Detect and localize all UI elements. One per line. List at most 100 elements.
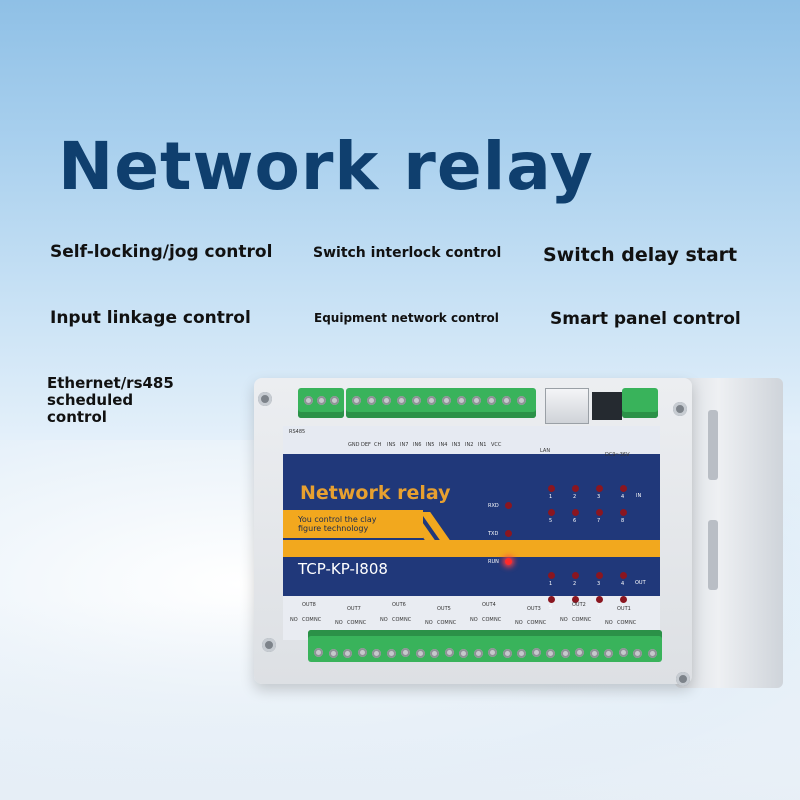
- terminal-screw: [502, 396, 511, 405]
- output-name: OUT2: [572, 602, 586, 608]
- device-title: Network relay: [300, 482, 451, 504]
- terminal-screw: [367, 396, 376, 405]
- io-led: [596, 572, 603, 579]
- contact-label: NO: [470, 617, 478, 623]
- io-led: [596, 596, 603, 603]
- terminal-screw: [633, 649, 642, 658]
- output-name: OUT1: [617, 606, 631, 612]
- terminal-screw: [328, 649, 338, 658]
- rail-slot: [708, 520, 718, 590]
- io-led: [596, 509, 603, 516]
- rxd-label: RXD: [488, 503, 499, 509]
- terminal-screw: [517, 396, 526, 405]
- terminal-screw: [357, 648, 367, 657]
- contact-label: COM: [347, 620, 359, 626]
- io-led-number: 2: [573, 581, 577, 587]
- accent-band: [283, 510, 423, 538]
- io-led: [620, 485, 627, 492]
- terminal-screw: [352, 396, 361, 405]
- terminal-screw: [472, 396, 481, 405]
- device-subtitle-line1: You control the clay: [298, 515, 377, 524]
- pin-label: IN1: [478, 442, 487, 448]
- feature-self-locking: Self-locking/jog control: [50, 242, 273, 262]
- io-led-number: 7: [597, 605, 601, 611]
- din-rail-side: [675, 378, 783, 688]
- power-terminal: [622, 388, 658, 418]
- terminal-screw: [589, 649, 599, 658]
- pin-label: INS: [387, 442, 396, 448]
- contact-label: NO: [335, 620, 343, 626]
- io-led-number: 5: [549, 605, 553, 611]
- contact-label: NO: [560, 617, 568, 623]
- io-led-number: 7: [597, 518, 601, 524]
- pin-label: IN3: [452, 442, 461, 448]
- contact-label: COM: [572, 617, 584, 623]
- terminal-screw: [546, 649, 555, 658]
- contact-label: COM: [302, 617, 314, 623]
- terminal-screw: [330, 396, 339, 405]
- terminal-screw: [442, 396, 451, 405]
- io-led-number: 3: [597, 581, 601, 587]
- out-label: OUT: [635, 580, 646, 586]
- terminal-screw: [488, 648, 497, 657]
- terminal-screw: [430, 649, 439, 658]
- output-name: OUT7: [347, 606, 361, 612]
- io-led: [572, 485, 579, 492]
- mount-hole: [676, 672, 690, 686]
- in-label: IN: [636, 493, 642, 499]
- io-led-number: 5: [549, 518, 553, 524]
- terminal-screw: [487, 396, 496, 405]
- rail-slot: [708, 410, 718, 480]
- contact-label: COM: [392, 617, 404, 623]
- mount-hole: [673, 402, 687, 416]
- io-led: [548, 509, 555, 516]
- panel-label-strip: [283, 426, 660, 454]
- contact-label: COM: [617, 620, 629, 626]
- terminal-screw: [317, 396, 326, 405]
- terminal-screw: [502, 649, 512, 658]
- terminal-screw: [304, 396, 313, 405]
- lan-port-socket: [592, 392, 622, 420]
- io-led-number: 4: [621, 581, 625, 587]
- contact-label: NC: [314, 617, 322, 623]
- accent-line: [283, 540, 660, 557]
- io-led: [572, 572, 579, 579]
- terminal-screw: [618, 648, 628, 657]
- io-led-number: 2: [573, 494, 577, 500]
- contact-label: COM: [527, 620, 539, 626]
- lan-label: LAN: [540, 448, 551, 454]
- io-led: [620, 509, 627, 516]
- io-led-number: 1: [549, 581, 553, 587]
- contact-label: NO: [425, 620, 433, 626]
- io-led: [596, 485, 603, 492]
- contact-label: COM: [482, 617, 494, 623]
- txd-label: TXD: [488, 531, 499, 537]
- pin-label: IN4: [439, 442, 448, 448]
- io-led: [548, 572, 555, 579]
- mount-hole: [262, 638, 276, 652]
- io-led-number: 6: [573, 518, 577, 524]
- contact-label: COM: [437, 620, 449, 626]
- mount-hole: [258, 392, 272, 406]
- contact-label: NO: [605, 620, 613, 626]
- terminal-screw: [604, 649, 613, 658]
- contact-label: NC: [539, 620, 547, 626]
- terminal-screw: [647, 649, 657, 658]
- pin-label: IN7: [400, 442, 409, 448]
- io-led-number: 4: [621, 494, 625, 500]
- io-led-number: 6: [573, 605, 577, 611]
- terminal-screw: [427, 396, 436, 405]
- feature-switch-delay: Switch delay start: [543, 244, 738, 266]
- terminal-screw: [372, 649, 381, 658]
- io-led: [548, 596, 555, 603]
- io-led: [572, 509, 579, 516]
- terminal-screw: [386, 649, 396, 658]
- contact-label: NO: [380, 617, 388, 623]
- terminal-screw: [560, 649, 570, 658]
- feature-ethernet-line3: control: [47, 408, 107, 426]
- lan-port: [545, 388, 589, 424]
- device-model: TCP-KP-I808: [298, 560, 388, 578]
- pin-label: DEF: [361, 442, 371, 448]
- io-led-number: 1: [549, 494, 553, 500]
- io-led-number: 8: [621, 518, 625, 524]
